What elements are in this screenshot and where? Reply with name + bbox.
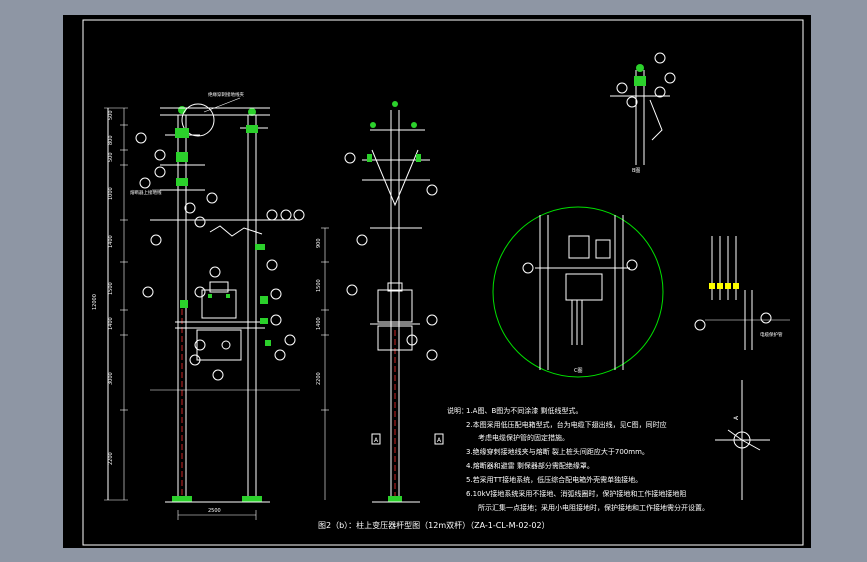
left-elevation (104, 97, 305, 520)
small-label-0: 绝缘穿刺接地线夹 (208, 91, 244, 98)
dim-left-2: 500 (108, 152, 114, 162)
view-a-label: A (733, 415, 740, 420)
dim-left-1: 800 (108, 135, 114, 145)
section-a-left: A (374, 437, 379, 444)
note-0: 1.A图、B图为不同涂漆 剩低线型式。 (466, 406, 583, 415)
dim-mid-2: 1400 (316, 317, 322, 330)
dim-left-4: 1400 (108, 235, 114, 248)
dim-left-7: 3000 (108, 372, 114, 385)
note-3: 3.绝缘穿刺接地线夹与熔断 裂上桩头间距应大于700mm。 (466, 447, 649, 456)
section-a (715, 380, 770, 500)
dim-mid-0: 900 (316, 238, 322, 248)
dim-left-5: 1500 (108, 282, 114, 295)
dim-left-8: 2200 (108, 452, 114, 465)
note-1: 2.本图采用低压配电箱型式，台为电缆下翅出线，见C图，同时应 (466, 420, 667, 429)
view-b-label: B图 (632, 168, 640, 174)
drawing-sheet (63, 15, 811, 548)
dim-left-0: 500 (108, 110, 114, 120)
detail-grounding (694, 236, 790, 350)
small-label-1: 熔断器上接地线 (130, 189, 162, 196)
note-4: 4.熔断器和避雷 剩保器部分需配绝缘罩。 (466, 461, 594, 470)
notes-heading: 说明： (447, 406, 468, 415)
dim-mid-1: 1500 (316, 279, 322, 292)
note-5: 5.若采用TT接地系统，低压综合配电箱外壳需单独接地。 (466, 475, 642, 484)
drawing-frame (82, 19, 804, 546)
dim-left-3: 1000 (108, 187, 114, 200)
dim-bottom: 2500 (208, 508, 221, 514)
detail-b (610, 52, 676, 165)
dim-total: 12000 (92, 294, 98, 310)
dim-left-6: 1400 (108, 317, 114, 330)
note-6: 6.10kV接地系统采用不接地、消弧线圈时，保护接地和工作接地接地阻 (466, 489, 686, 498)
side-elevation (321, 101, 444, 503)
view-c-label: C图 (574, 368, 583, 374)
note-7: 所示汇集一点接地；采用小电阻接地时，保护接地和工作接地需分开设置。 (478, 503, 709, 512)
drawing-title: 图2（b）：柱上变压器杆型图（12m双杆）（ZA-1-CL-M-02-02） (318, 520, 550, 530)
small-label-2: 电缆保护管 (760, 331, 783, 338)
detail-c (492, 206, 664, 378)
note-2: 考虑电缆保护管的固定措施。 (478, 433, 569, 442)
dim-mid-3: 2200 (316, 372, 322, 385)
section-a-right: A (437, 437, 442, 444)
